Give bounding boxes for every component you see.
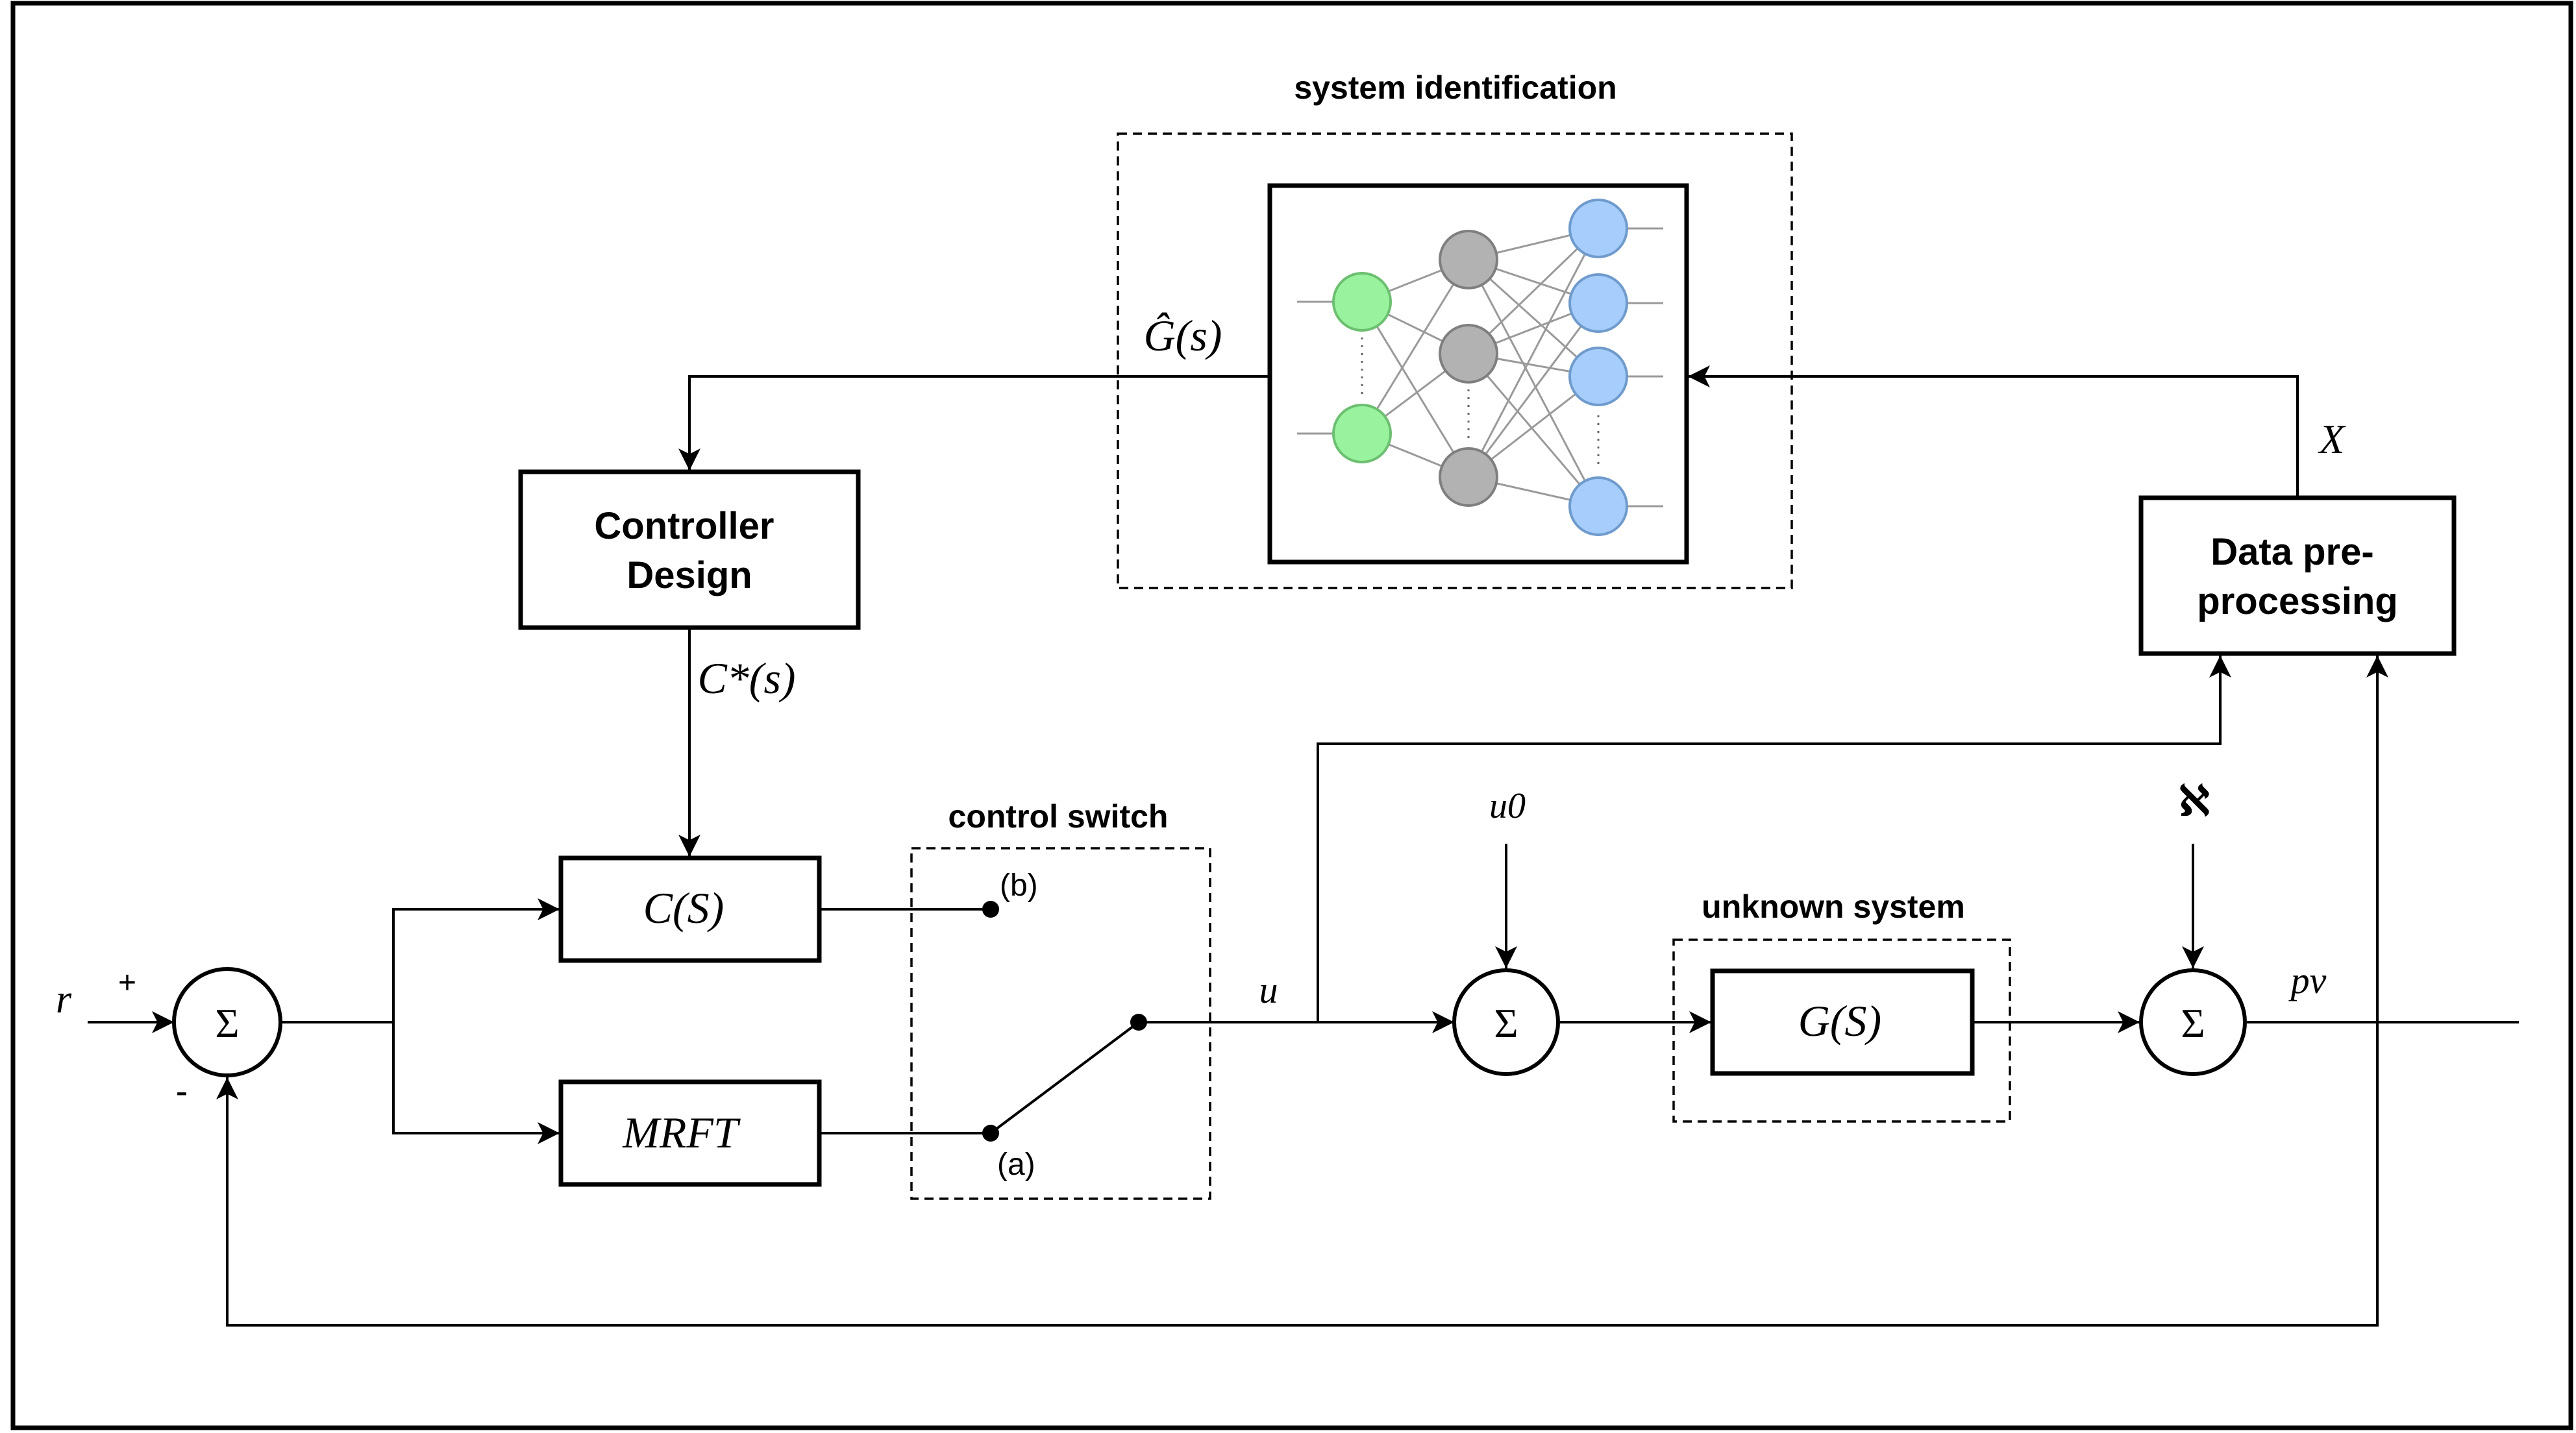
c-of-s-label: C(S) [643, 883, 724, 933]
plus-sign: + [118, 966, 136, 1000]
data-preprocessing-label: Data pre- processing [2197, 531, 2397, 622]
mrft-label: MRFT [622, 1108, 741, 1157]
nn-output-neuron [1568, 476, 1628, 536]
sum-junction-output-symbol: Σ [2181, 1000, 2205, 1046]
switch-a-label: (a) [997, 1147, 1035, 1182]
nn-hidden-neuron [1439, 447, 1498, 507]
nn-connection [1467, 302, 1600, 478]
nn-connection [1467, 228, 1600, 478]
switch-arm [989, 1021, 1140, 1134]
minus-sign: - [176, 1070, 188, 1111]
nn-connection [1467, 227, 1600, 355]
nn-hidden-neuron [1439, 230, 1498, 289]
nn-connection [1361, 301, 1470, 478]
system-identification-group [1117, 132, 1793, 589]
c-star-label: C*(s) [697, 654, 795, 703]
to-c-of-s-wire [392, 898, 560, 1022]
u0-label: u0 [1489, 786, 1526, 826]
outer-frame [10, 1, 2573, 1430]
unknown-system-group [1672, 938, 2011, 1123]
nn-connection [1467, 259, 1600, 507]
sum-junction-error-symbol: Σ [215, 1000, 239, 1046]
data-preprocessing-line-2: processing [2197, 580, 2397, 622]
aleph-label: ℵ [2179, 778, 2210, 824]
controller-design-block [518, 469, 861, 630]
nn-hidden-neuron [1439, 324, 1498, 384]
sum-junction-output [2139, 968, 2247, 1076]
mrft-block [558, 1079, 822, 1187]
nn-input-neuron [1332, 404, 1392, 463]
nn-output-neuron [1568, 273, 1628, 333]
data-preprocessing-block [2138, 495, 2457, 656]
neural-network-icon [1297, 199, 1663, 536]
control-switch-group [910, 847, 1211, 1200]
nn-connection [1467, 353, 1600, 507]
sum-junction-input [1452, 968, 1560, 1076]
to-mrft-wire [392, 1022, 560, 1144]
g-hat-label: Ĝ(s) [1144, 311, 1222, 360]
sum-junction-error [172, 967, 282, 1077]
x-wire [1688, 365, 2299, 498]
nn-connection [1361, 259, 1470, 434]
c-of-s-block [558, 855, 822, 963]
data-preprocessing-line-1: Data pre- [2211, 531, 2373, 573]
x-label: X [2317, 416, 2346, 462]
system-identification-label: system identification [1294, 69, 1616, 106]
pv-label: pv [2288, 959, 2327, 1001]
unknown-system-label: unknown system [1702, 888, 1965, 925]
sum-junction-input-symbol: Σ [1494, 1000, 1518, 1046]
u-label: u [1259, 969, 1278, 1011]
g-of-s-block [1710, 968, 1975, 1076]
control-switch-label: control switch [948, 798, 1169, 835]
switch-terminal-a [982, 1125, 999, 1142]
controller-design-line-2: Design [626, 554, 752, 596]
u-to-preprocessing-wire [1317, 655, 2231, 1022]
switch-terminal-b [982, 901, 999, 918]
g-of-s-label: G(S) [1798, 996, 1881, 1046]
r-label: r [56, 977, 72, 1022]
g-hat-wire [678, 375, 1270, 471]
controller-design-line-1: Controller [594, 505, 774, 547]
nn-output-neuron [1568, 199, 1628, 258]
controller-design-label: Controller Design [594, 505, 784, 596]
nn-input-neuron [1332, 272, 1392, 332]
switch-b-label: (b) [1000, 868, 1038, 903]
nn-output-neuron [1568, 347, 1628, 406]
feedback-wire [216, 1022, 2379, 1327]
